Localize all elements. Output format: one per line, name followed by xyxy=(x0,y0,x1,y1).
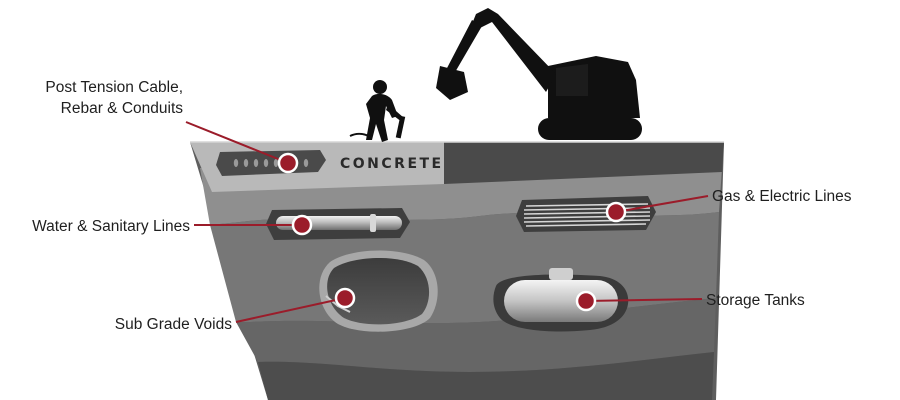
marker-storage-tanks xyxy=(575,290,597,312)
sub-grade-void xyxy=(319,250,438,332)
gas-electric-lines xyxy=(516,196,656,232)
leader-gas-electric xyxy=(615,195,709,213)
label-storage-tanks: Storage Tanks xyxy=(706,292,805,309)
leader-lines xyxy=(185,121,709,323)
worker-jackhammer-silhouette xyxy=(349,80,406,142)
marker-sub-grade-voids xyxy=(334,287,356,309)
excavator-silhouette xyxy=(436,8,642,140)
marker-post-tension xyxy=(277,152,299,174)
soil-layer-bottom xyxy=(258,352,714,400)
label-water-sanitary: Water & Sanitary Lines xyxy=(32,218,190,235)
leader-sub-grade-voids xyxy=(235,297,346,323)
marker-gas-electric xyxy=(605,201,627,223)
markers xyxy=(277,152,627,312)
ground-block xyxy=(190,141,724,400)
storage-tank-cavity xyxy=(493,268,629,332)
label-sub-grade-voids: Sub Grade Voids xyxy=(115,316,232,333)
label-post-tension-line1: Post Tension Cable, xyxy=(45,79,183,96)
callout-labels: Post Tension Cable, Rebar & Conduits Wat… xyxy=(32,79,852,333)
concrete-label: CONCRETE xyxy=(340,156,444,172)
label-post-tension-line2: Rebar & Conduits xyxy=(61,100,184,117)
label-gas-electric: Gas & Electric Lines xyxy=(712,188,852,205)
asphalt-slab xyxy=(444,142,724,184)
leader-post-tension xyxy=(185,121,289,164)
leader-storage-tanks xyxy=(585,298,703,302)
marker-water-sanitary xyxy=(291,214,313,236)
rebar-conduit-channel xyxy=(216,150,326,176)
